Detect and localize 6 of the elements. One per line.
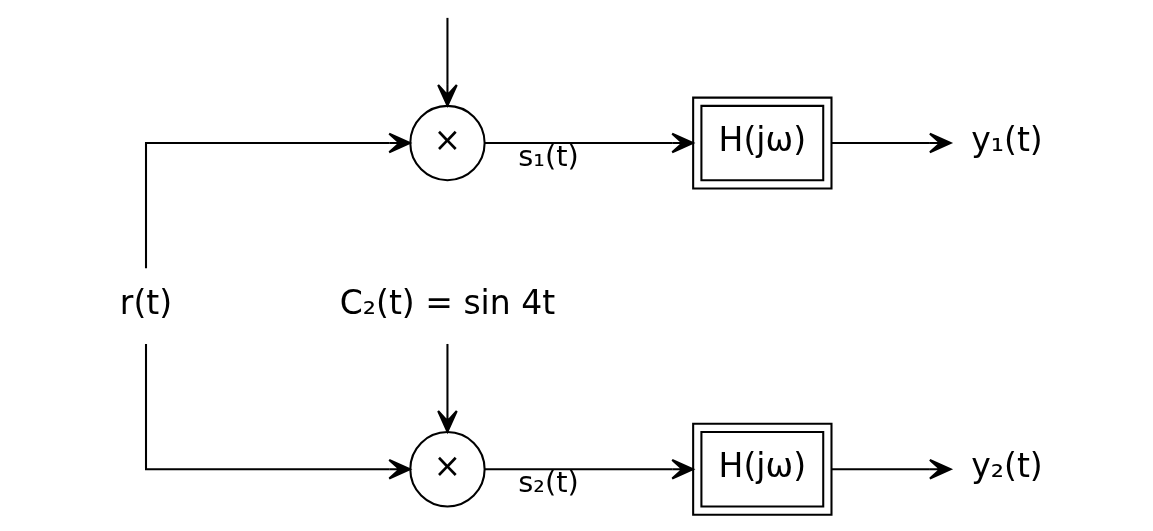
node-text: y₁(t) [971,119,1043,159]
node-text: C₂(t) = sin 4t [339,282,556,322]
node-text: y₂(t) [971,446,1043,486]
edge-label: s₂(t) [518,465,579,500]
node-text: r(t) [119,282,173,322]
edge-label: s₁(t) [518,139,579,174]
